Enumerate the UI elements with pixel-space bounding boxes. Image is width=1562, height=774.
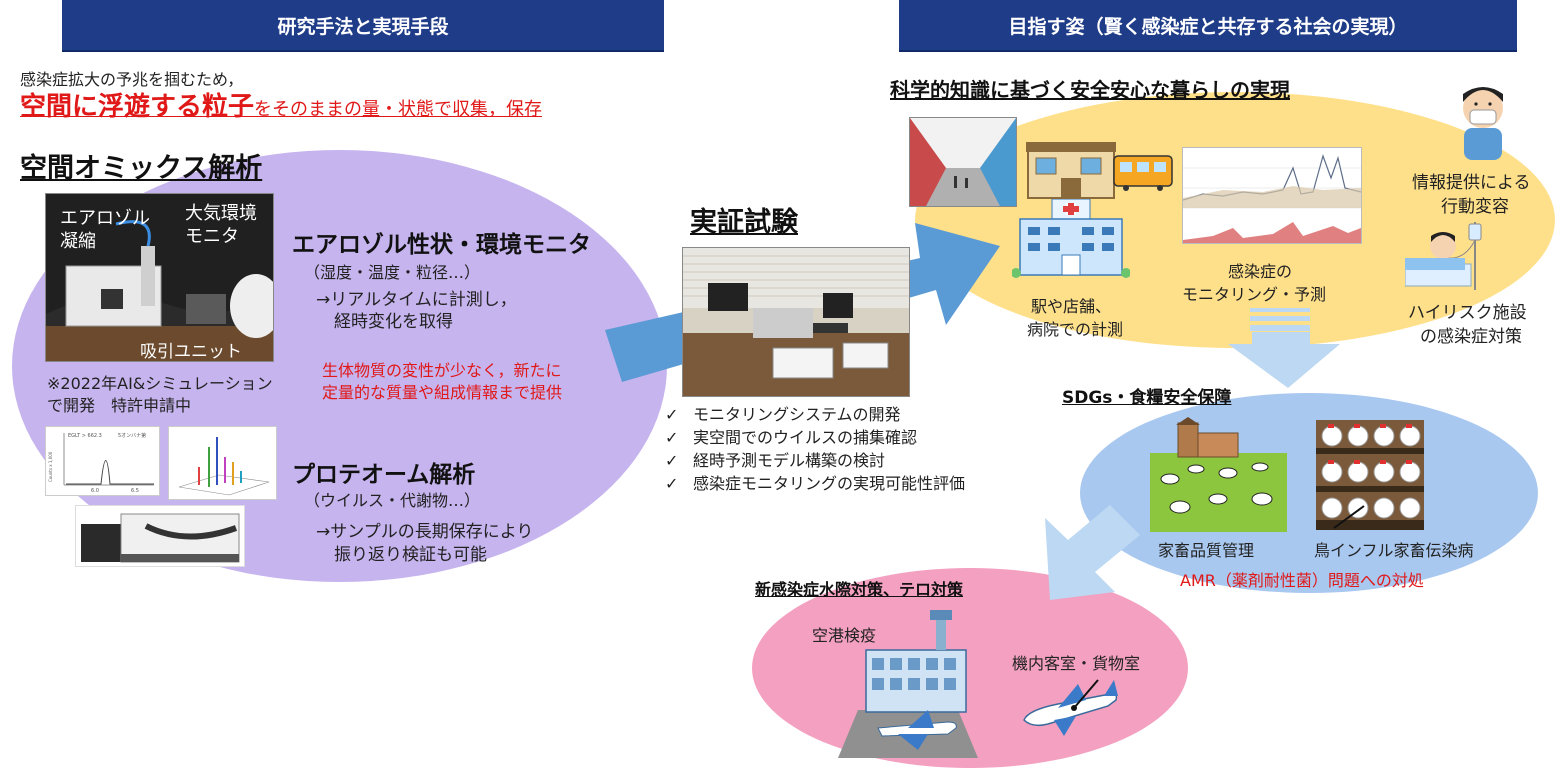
check-item-2: ✓ 実空間でのウイルスの捕集確認 xyxy=(665,424,917,448)
intro-rest: をそのままの量・状態で収集，保存 xyxy=(254,99,543,120)
sdgs-title: SDGs・食糧安全保障 xyxy=(1062,388,1232,408)
proteome-note1: →サンプルの長期保存により xyxy=(316,522,534,542)
mass-spec-instrument-photo xyxy=(75,505,245,567)
monitor-label1: 感染症の xyxy=(1228,262,1293,281)
spectrum-ylabel: Counts x 1,000 xyxy=(48,451,53,482)
demo-title: 実証試験 xyxy=(690,207,798,238)
aerosol-title: エアロゾル性状・環境モニタ xyxy=(292,232,591,258)
check-item-3: ✓ 経時予測モデル構築の検討 xyxy=(665,447,885,471)
check-label: 経時予測モデル構築の検討 xyxy=(693,451,886,470)
check-label: 感染症モニタリングの実現可能性評価 xyxy=(693,474,966,493)
info-label1: 情報提供による xyxy=(1412,173,1531,193)
station-label2: 病院での計測 xyxy=(1027,320,1124,339)
airport-label: 空港検疫 xyxy=(812,626,877,645)
spectrum-xtick1: 6.0 xyxy=(91,488,99,494)
airport-icon xyxy=(838,610,978,758)
intro-highlight: 空間に浮遊する粒子 xyxy=(20,92,255,122)
poultry-farm-icon xyxy=(1316,420,1424,530)
train-icon xyxy=(1112,150,1174,192)
mass-spectrum-thumbnail: EGLT > 662.3 5オンバナ第 Counts x 1,000 6.0 6… xyxy=(45,426,160,496)
hospital-icon xyxy=(1011,198,1131,281)
intro-line2: 空間に浮遊する粒子をそのままの量・状態で収集，保存 xyxy=(20,86,542,123)
spectrum-xtick2: 6.5 xyxy=(131,488,139,494)
label-atmos: 大気環境 xyxy=(185,203,257,224)
down-arrow-1 xyxy=(1228,308,1340,388)
patent-note2: で開発 特許申請中 xyxy=(47,396,192,415)
livestock-label: 家畜品質管理 xyxy=(1158,541,1255,560)
spectrum-label1: EGLT > 662.3 xyxy=(68,433,102,439)
red-note2: 定量的な質量や組成情報まで提供 xyxy=(322,383,563,402)
header-right: 目指す姿（賢く感染症と共存する社会の実現） xyxy=(899,0,1517,52)
proteome-sub: （ウイルス・代謝物…） xyxy=(304,491,481,510)
label-aerosol: エアロゾル xyxy=(60,208,150,229)
check-item-1: ✓ モニタリングシステムの開発 xyxy=(665,401,901,425)
aerosol-note2: 経時変化を取得 xyxy=(334,312,453,332)
patient-bed-icon xyxy=(1404,220,1485,292)
quarantine-ellipse xyxy=(752,568,1188,768)
check-item-4: ✓ 感染症モニタリングの実現可能性評価 xyxy=(665,470,965,494)
cabin-label: 機内客室・貨物室 xyxy=(1012,654,1141,673)
highrisk-label1: ハイリスク施設 xyxy=(1408,303,1527,323)
red-note1: 生体物質の変性が少なく，新たに xyxy=(322,361,562,380)
aerosol-sub: （湿度・温度・粒径…） xyxy=(304,263,481,282)
bird-flu-label: 鳥インフル家畜伝染病 xyxy=(1314,541,1474,560)
monitor-label2: モニタリング・予測 xyxy=(1182,285,1327,304)
patent-note1: ※2022年AI&シミュレーション xyxy=(47,374,273,393)
check-mark: ✓ xyxy=(665,474,679,493)
highrisk-label2: の感染症対策 xyxy=(1420,327,1522,347)
monitoring-chart xyxy=(1182,147,1362,244)
intro-line1: 感染症拡大の予兆を掴むため， xyxy=(20,70,244,89)
check-label: 実空間でのウイルスの捕集確認 xyxy=(693,428,918,447)
check-label: モニタリングシステムの開発 xyxy=(693,405,901,424)
livestock-farm-icon xyxy=(1150,417,1287,532)
safety-title: 科学的知識に基づく安全安心な暮らしの実現 xyxy=(890,78,1290,102)
masked-person-icon xyxy=(1452,80,1514,160)
station-label1: 駅や店舗、 xyxy=(1031,297,1112,316)
station-photo xyxy=(909,117,1017,207)
label-monitor: モニタ xyxy=(185,226,239,247)
check-mark: ✓ xyxy=(665,451,679,470)
label-condense: 凝縮 xyxy=(60,231,96,252)
3d-peak-plot xyxy=(168,426,277,500)
aerosol-device-photo xyxy=(45,193,274,362)
airplane-icon xyxy=(1018,676,1120,738)
amr-label: AMR（薬剤耐性菌）問題への対処 xyxy=(1180,571,1424,590)
omics-title: 空間オミックス解析 xyxy=(20,153,263,184)
label-suction: 吸引ユニット xyxy=(140,342,242,362)
spectrum-label2: 5オンバナ第 xyxy=(118,432,146,439)
check-mark: ✓ xyxy=(665,428,679,447)
proteome-note2: 振り返り検証も可能 xyxy=(334,545,487,565)
station-building-icon xyxy=(1026,140,1116,200)
quarantine-title: 新感染症水際対策、テロ対策 xyxy=(755,580,964,599)
header-left: 研究手法と実現手段 xyxy=(62,0,664,52)
aerosol-note1: →リアルタイムに計測し， xyxy=(316,290,517,310)
info-label2: 行動変容 xyxy=(1441,197,1509,217)
check-mark: ✓ xyxy=(665,405,679,424)
down-arrow-2 xyxy=(1045,505,1140,600)
proteome-title: プロテオーム解析 xyxy=(292,462,476,488)
demo-photo xyxy=(682,247,910,397)
